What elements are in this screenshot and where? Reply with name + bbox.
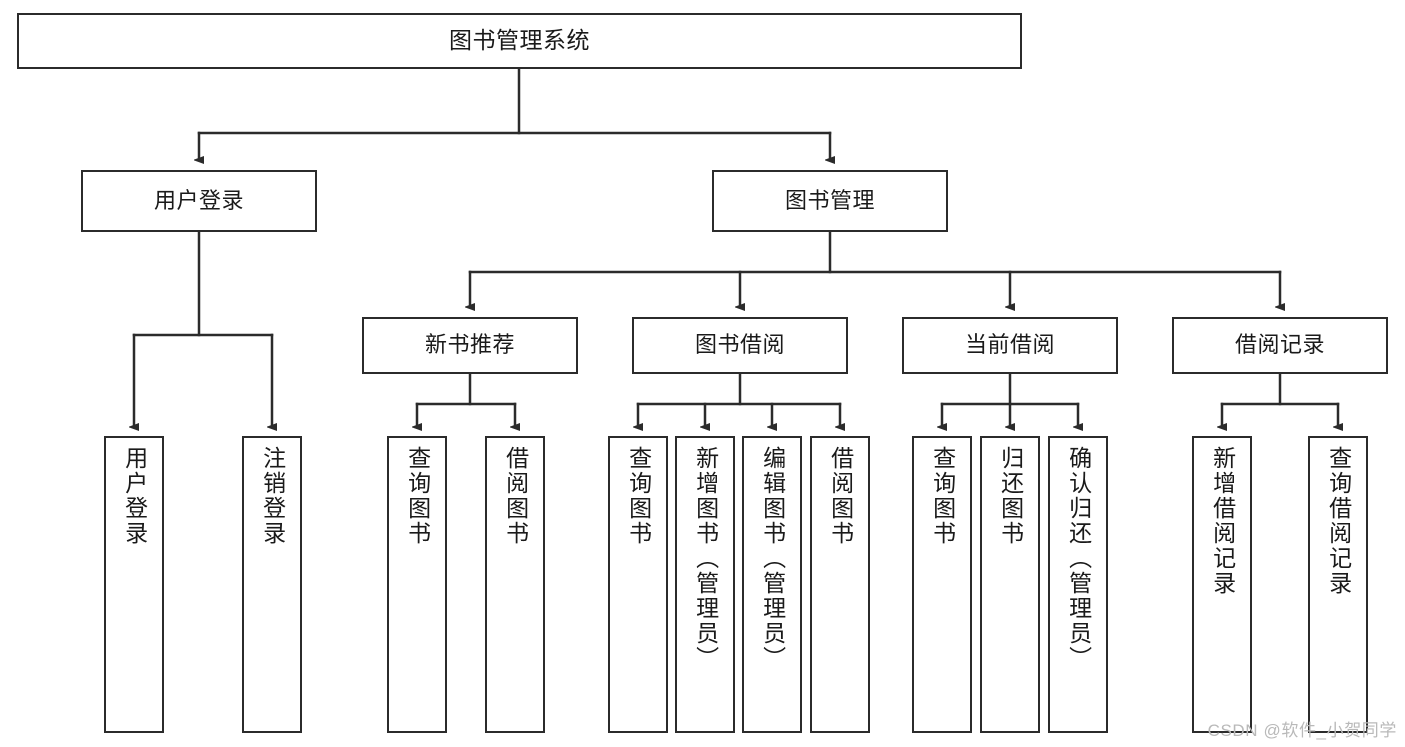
node-leaf-query-book-3[interactable]: 查询图书 <box>912 436 972 733</box>
node-leaf-add-book[interactable]: 新增图书（管理员） <box>675 436 735 733</box>
node-leaf-user-login-label: 用户登录 <box>121 446 148 546</box>
node-leaf-return-book-label: 归还图书 <box>997 446 1024 546</box>
node-leaf-query-borrow-record-label: 查询借阅记录 <box>1325 446 1352 596</box>
node-leaf-add-book-label: 新增图书（管理员） <box>692 446 719 671</box>
node-leaf-borrow-book-1-label: 借阅图书 <box>502 446 529 546</box>
node-current-borrow[interactable]: 当前借阅 <box>902 317 1118 374</box>
node-leaf-query-book-2[interactable]: 查询图书 <box>608 436 668 733</box>
node-leaf-return-book[interactable]: 归还图书 <box>980 436 1040 733</box>
node-leaf-query-book-1[interactable]: 查询图书 <box>387 436 447 733</box>
node-leaf-query-book-1-label: 查询图书 <box>404 446 431 546</box>
node-user-login[interactable]: 用户登录 <box>81 170 317 232</box>
node-book-management-label: 图书管理 <box>784 187 875 213</box>
node-leaf-borrow-book-1[interactable]: 借阅图书 <box>485 436 545 733</box>
node-current-borrow-label: 当前借阅 <box>964 332 1055 358</box>
node-leaf-user-login[interactable]: 用户登录 <box>104 436 164 733</box>
node-book-borrow-label: 图书借阅 <box>694 332 785 358</box>
node-leaf-query-book-3-label: 查询图书 <box>929 446 956 546</box>
node-new-book-recommend-label: 新书推荐 <box>424 332 515 358</box>
node-user-login-label: 用户登录 <box>153 187 244 213</box>
node-leaf-query-book-2-label: 查询图书 <box>625 446 652 546</box>
node-new-book-recommend[interactable]: 新书推荐 <box>362 317 578 374</box>
node-leaf-query-borrow-record[interactable]: 查询借阅记录 <box>1308 436 1368 733</box>
node-borrow-record-label: 借阅记录 <box>1234 332 1325 358</box>
node-leaf-borrow-book-2-label: 借阅图书 <box>827 446 854 546</box>
node-root[interactable]: 图书管理系统 <box>17 13 1022 69</box>
node-leaf-add-borrow-record[interactable]: 新增借阅记录 <box>1192 436 1252 733</box>
node-leaf-edit-book-label: 编辑图书（管理员） <box>759 446 786 671</box>
node-leaf-confirm-return[interactable]: 确认归还（管理员） <box>1048 436 1108 733</box>
node-borrow-record[interactable]: 借阅记录 <box>1172 317 1388 374</box>
node-leaf-logout-login[interactable]: 注销登录 <box>242 436 302 733</box>
node-leaf-edit-book[interactable]: 编辑图书（管理员） <box>742 436 802 733</box>
node-leaf-borrow-book-2[interactable]: 借阅图书 <box>810 436 870 733</box>
node-leaf-add-borrow-record-label: 新增借阅记录 <box>1209 446 1236 596</box>
watermark: CSDN @软件_小贺同学 <box>1207 721 1397 740</box>
node-book-borrow[interactable]: 图书借阅 <box>632 317 848 374</box>
node-leaf-confirm-return-label: 确认归还（管理员） <box>1065 446 1092 671</box>
node-book-management[interactable]: 图书管理 <box>712 170 948 232</box>
node-root-label: 图书管理系统 <box>449 27 590 54</box>
node-leaf-logout-login-label: 注销登录 <box>259 446 286 546</box>
